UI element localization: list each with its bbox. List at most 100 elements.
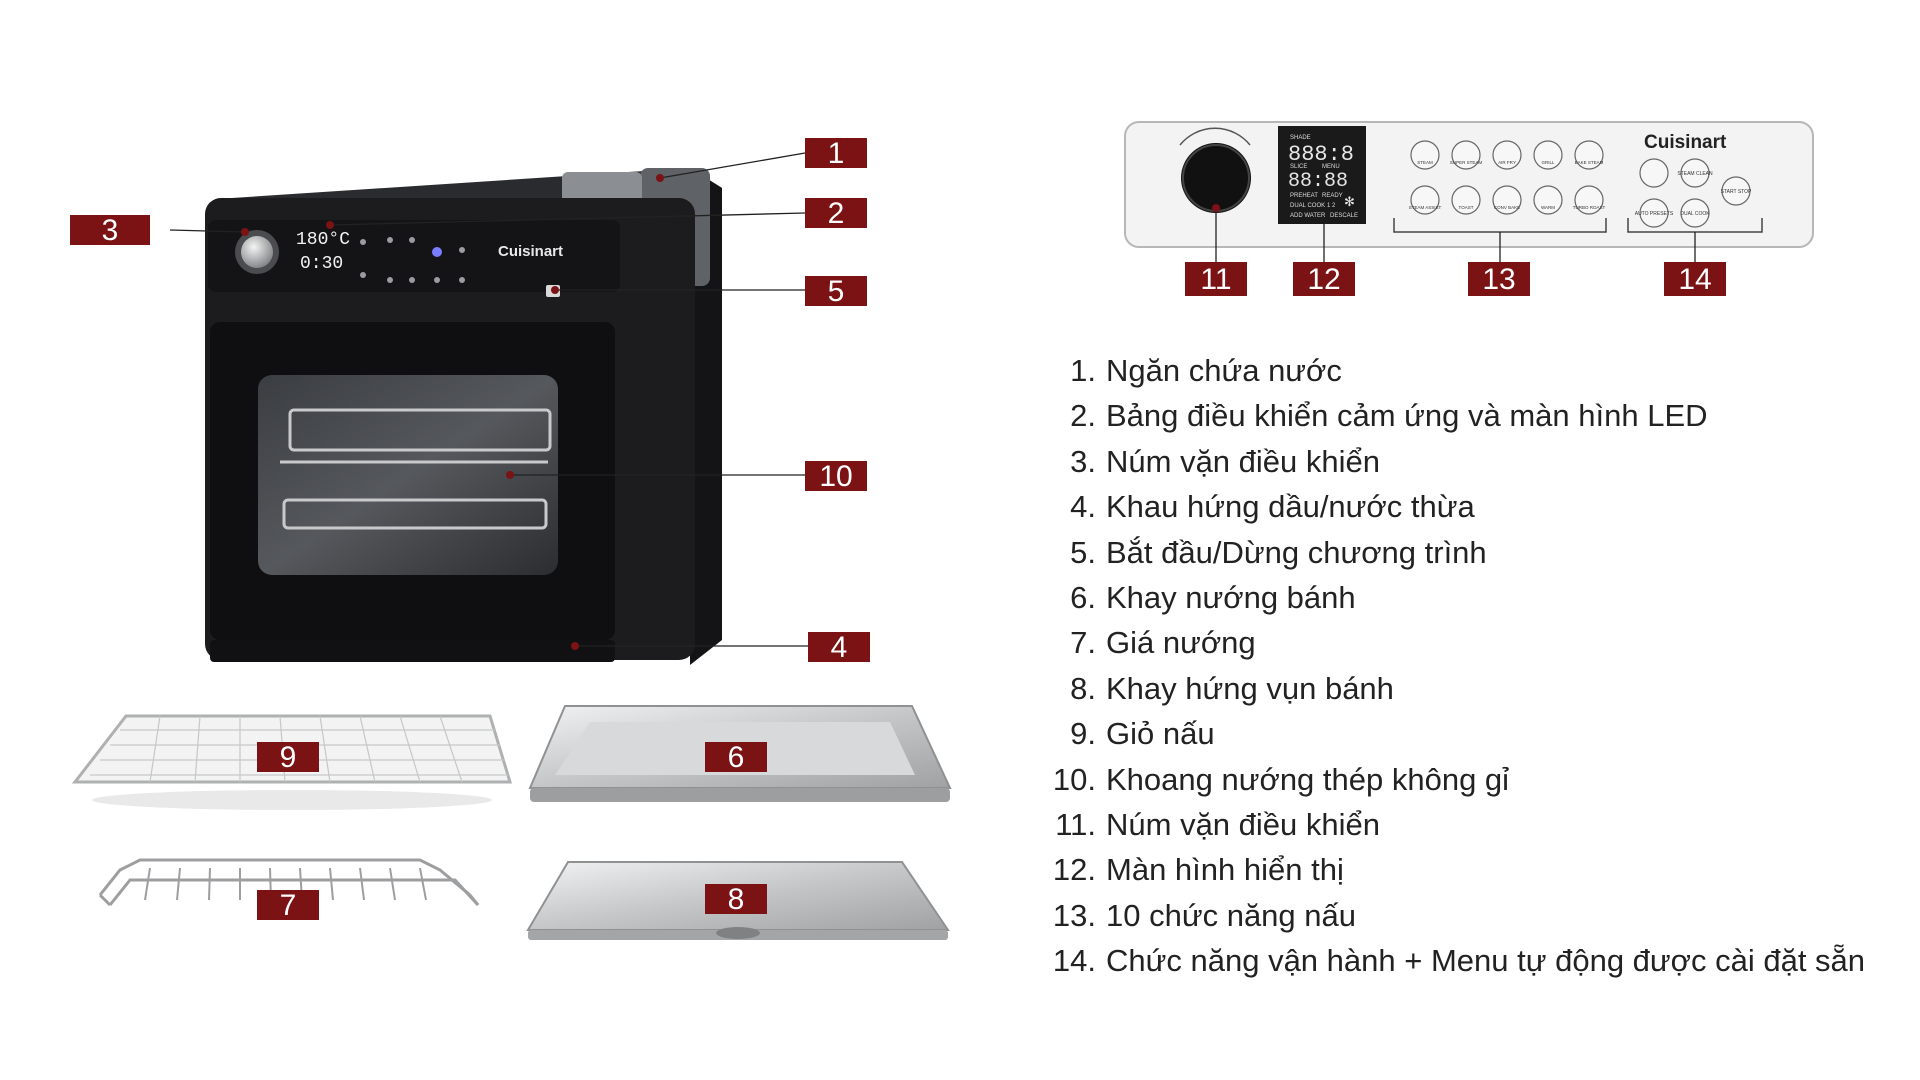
function-button[interactable]: STEAM ASSIST — [1409, 185, 1442, 215]
callout-9: 9 — [257, 741, 319, 774]
oven-display-temperature: 180°C — [296, 230, 350, 250]
function-buttons: STEAM SUPER STEAM AIR FRY GRILL BAKE STEAM ST… — [1409, 140, 1606, 215]
oven-window — [258, 375, 558, 575]
legend-text: Khoang nướng thép không gỉ — [1106, 761, 1510, 797]
svg-text:1 2: 1 2 — [1327, 203, 1336, 209]
legend-item: 7. Giá nướng — [1030, 620, 1865, 665]
operation-button[interactable]: STEAM CLEAN — [1677, 158, 1713, 188]
legend-item: 12.Màn hình hiển thị — [1030, 847, 1865, 892]
legend-text: Khay nướng bánh — [1106, 579, 1356, 615]
drip-tray[interactable] — [210, 640, 615, 662]
callout-number: 6 — [728, 741, 745, 774]
legend-item: 5.Bắt đầu/Dừng chương trình — [1030, 530, 1865, 575]
svg-text:ADD WATER: ADD WATER — [1290, 213, 1326, 219]
operation-button[interactable]: DUAL COOK — [1680, 198, 1710, 228]
legend-number: 6. — [1070, 579, 1096, 615]
callout-7: 7 — [257, 889, 319, 922]
callout-10: 10 — [805, 460, 867, 493]
function-button[interactable]: BAKE STEAM — [1574, 140, 1604, 170]
callout-number: 10 — [819, 460, 852, 493]
legend-item: 3.Núm vặn điều khiển — [1030, 439, 1865, 484]
callout-number: 11 — [1200, 263, 1231, 296]
callout-3: 3 — [70, 214, 150, 247]
legend-text: Ngăn chứa nước — [1106, 353, 1342, 388]
oven-display-time: 0:30 — [300, 254, 343, 274]
panel-brand-logo: Cuisinart — [1644, 132, 1727, 153]
callout-number: 7 — [280, 889, 297, 922]
legend-text: 10 chức năng nấu — [1106, 897, 1356, 933]
function-button[interactable]: TOAST — [1451, 185, 1481, 215]
operation-button[interactable]: AUTO PRESETS — [1635, 198, 1674, 228]
legend-item: 11.Núm vặn điều khiển — [1030, 802, 1865, 847]
bell-icon[interactable] — [1639, 158, 1669, 188]
legend-text: Khau hứng dầu/nước thừa — [1106, 489, 1475, 525]
callout-number: 8 — [728, 883, 745, 916]
legend-number: 1. — [1070, 353, 1096, 388]
legend-item: 14.Chức năng vận hành + Menu tự động đượ… — [1030, 938, 1865, 983]
operation-button-label: STEAM CLEAN — [1677, 171, 1713, 177]
snowflake-icon: ✻ — [1344, 194, 1355, 209]
function-button-label: AIR FRY — [1498, 160, 1516, 165]
legend-text: Núm vặn điều khiển — [1106, 806, 1380, 842]
function-button[interactable]: STEAM — [1410, 140, 1440, 170]
legend-number: 13. — [1052, 897, 1096, 933]
operation-button-label: START STOP — [1721, 189, 1752, 195]
svg-text:PREHEAT: PREHEAT — [1290, 193, 1318, 199]
legend-item: 6. Khay nướng bánh — [1030, 575, 1865, 620]
legend-number: 10. — [1052, 761, 1096, 797]
legend-list: 1. Ngăn chứa nước 2.Bảng điều khiển cảm ứn… — [1030, 348, 1865, 983]
oven-control-panel — [208, 220, 620, 292]
callout-13: 13 — [1468, 262, 1530, 296]
legend-item: 1. Ngăn chứa nước — [1030, 348, 1865, 393]
callout-number: 1 — [828, 137, 845, 170]
accessory-rack — [98, 858, 480, 907]
callout-14: 14 — [1664, 262, 1726, 296]
callout-number: 12 — [1307, 263, 1340, 296]
callout-number: 3 — [102, 214, 119, 247]
function-button-label: STEAM ASSIST — [1409, 205, 1442, 210]
function-button[interactable]: CONV BAKE — [1492, 185, 1522, 215]
oven-knob[interactable] — [235, 230, 279, 274]
legend-text: Bắt đầu/Dừng chương trình — [1106, 534, 1487, 570]
oven-touch-icons — [360, 237, 465, 283]
svg-text:88:88: 88:88 — [1288, 170, 1348, 193]
legend-number: 7. — [1070, 625, 1096, 661]
callout-12: 12 — [1293, 262, 1355, 296]
legend-text: Giá nướng — [1106, 625, 1256, 661]
callout-number: 13 — [1482, 263, 1515, 296]
legend-item: 9. Giỏ nấu — [1030, 711, 1865, 756]
operation-buttons: STEAM CLEAN START STOP AUTO PRESETS DUAL CO… — [1635, 158, 1752, 228]
function-button[interactable]: GRILL — [1533, 140, 1563, 170]
legend-text: Chức năng vận hành + Menu tự động được c… — [1106, 943, 1866, 979]
function-button-label: WARM — [1541, 205, 1555, 210]
legend-number: 3. — [1070, 443, 1096, 479]
legend-number: 4. — [1070, 489, 1096, 525]
legend-number: 8. — [1070, 670, 1096, 706]
oven-cavity — [280, 408, 552, 530]
callout-6: 6 — [705, 741, 767, 774]
oven-illustration: 180°C 0:30 Cuisinart — [205, 168, 722, 665]
function-button[interactable]: AIR FRY — [1492, 140, 1522, 170]
function-button[interactable]: SUPER STEAM — [1450, 140, 1483, 170]
legend-text: Bảng điều khiển cảm ứng và màn hình LED — [1106, 398, 1708, 434]
operation-button-label: AUTO PRESETS — [1635, 211, 1674, 217]
legend-number: 9. — [1070, 716, 1096, 752]
operation-button[interactable]: START STOP — [1721, 176, 1752, 206]
svg-text:888:8: 888:8 — [1288, 142, 1354, 167]
function-button-label: TURBO ROAST — [1573, 205, 1606, 210]
function-button-label: SUPER STEAM — [1450, 160, 1483, 165]
function-button-label: BAKE STEAM — [1575, 160, 1604, 165]
callout-8: 8 — [705, 883, 767, 916]
legend-number: 12. — [1052, 852, 1096, 888]
legend-text: Giỏ nấu — [1106, 716, 1215, 752]
svg-text:SHADE: SHADE — [1290, 135, 1311, 141]
function-button[interactable]: TURBO ROAST — [1573, 185, 1606, 215]
function-button-label: CONV BAKE — [1494, 205, 1520, 210]
legend-item: 4. Khau hứng dầu/nước thừa — [1030, 484, 1865, 529]
legend-item: 2.Bảng điều khiển cảm ứng và màn hình LE… — [1030, 393, 1865, 438]
callout-number: 4 — [831, 631, 848, 664]
legend-item: 13. 10 chức năng nấu — [1030, 893, 1865, 938]
function-button[interactable]: WARM — [1533, 185, 1563, 215]
